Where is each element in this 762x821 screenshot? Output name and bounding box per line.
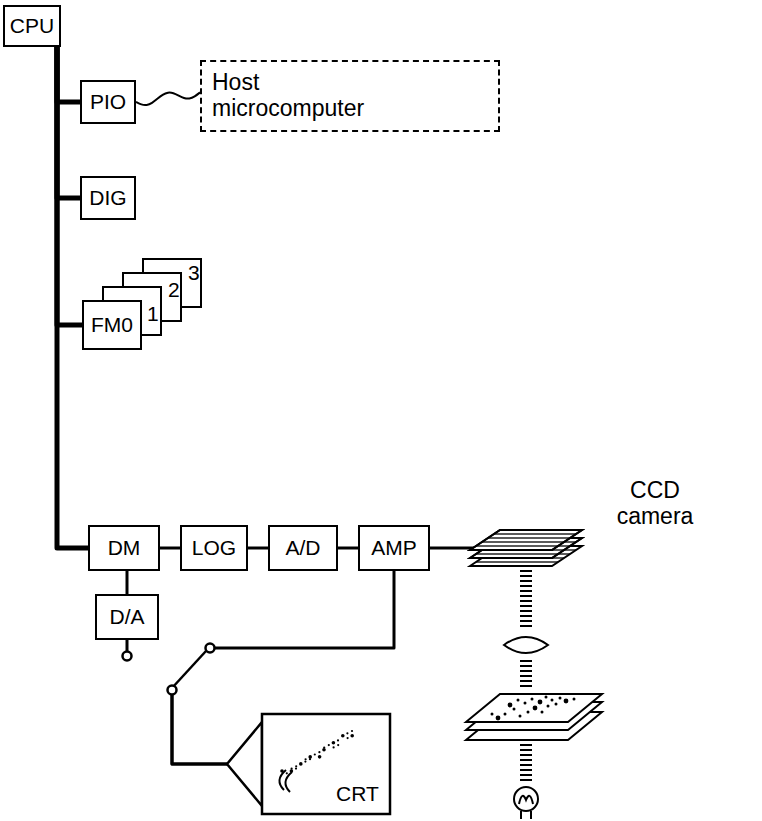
box-label: DIG <box>89 186 126 210</box>
crt-dot <box>341 734 345 738</box>
box-label: CPU <box>10 14 54 38</box>
box-label: 1 <box>147 302 159 326</box>
signal-wire <box>338 547 358 550</box>
specimen-dot <box>551 699 554 702</box>
specimen-dot <box>513 708 516 711</box>
crt-neck <box>227 722 262 806</box>
specimen-dot <box>564 699 569 704</box>
bus-line <box>57 47 82 325</box>
specimen-dot <box>541 711 544 714</box>
specimen-dots <box>491 696 576 721</box>
crt-dot <box>314 753 316 755</box>
signal-wire <box>127 640 227 764</box>
wavy-link <box>136 92 200 105</box>
light-beam <box>520 660 532 688</box>
switch-arm <box>172 651 206 688</box>
box-label: D/A <box>109 605 144 629</box>
box-label: 2 <box>168 278 180 302</box>
box-label: DM <box>108 536 141 560</box>
crt-dot <box>304 760 306 762</box>
crt-dot <box>350 734 354 738</box>
selector-switch <box>123 644 215 695</box>
crt-dot <box>322 748 326 752</box>
light-beam <box>520 570 532 630</box>
crt-image <box>280 730 354 775</box>
box-label: AMP <box>371 536 417 560</box>
crt-dot <box>337 739 339 741</box>
ccd-sensor <box>470 530 582 550</box>
pio-box: PIO <box>80 80 136 124</box>
lamp-lead <box>530 811 532 819</box>
box-label: CRT <box>336 782 379 806</box>
specimen-dot <box>508 703 513 708</box>
switch-pivot <box>168 686 177 695</box>
specimen-dot <box>491 713 494 716</box>
camera-illustration <box>430 530 602 819</box>
specimen-dot <box>559 697 562 700</box>
specimen-dot <box>555 703 558 706</box>
specimen-plate <box>466 694 602 722</box>
frame-memory-box: FM0 <box>82 300 142 350</box>
switch-terminal <box>123 652 132 661</box>
bus-line <box>57 47 80 102</box>
signal-wire <box>248 547 268 550</box>
crt-dot <box>286 772 288 774</box>
specimen-dot <box>524 702 527 705</box>
crt-dot <box>332 741 336 745</box>
specimen-dot <box>504 713 507 716</box>
specimen-dot <box>547 705 550 708</box>
specimen-dot <box>519 715 522 718</box>
specimen-dot <box>533 706 538 711</box>
adc-box: A/D <box>268 525 338 571</box>
bus-line <box>57 47 80 198</box>
crt-blob <box>279 770 292 792</box>
cpu-box: CPU <box>3 5 61 47</box>
switch-terminal <box>206 644 215 653</box>
specimen-dot <box>517 699 520 702</box>
specimen-dot <box>573 698 576 701</box>
box-label: 3 <box>188 261 200 285</box>
ccd-sensor <box>470 530 582 550</box>
crt-dot <box>299 762 303 766</box>
lamp-lead <box>520 811 522 819</box>
box-label: LOG <box>192 536 236 560</box>
crt-dot <box>333 746 335 748</box>
crt-dot <box>337 744 339 746</box>
digitizer-box: DIG <box>80 176 136 220</box>
crt-dot <box>351 730 353 732</box>
host-box: Host microcomputer <box>200 60 500 132</box>
box-label: Host microcomputer <box>212 70 387 122</box>
lamp <box>514 787 538 811</box>
crt-dot <box>328 744 330 746</box>
crt-dot <box>318 751 320 753</box>
camera-label: CCD camera <box>590 478 720 530</box>
crt-dot <box>295 768 297 770</box>
specimen-dot <box>531 698 534 701</box>
crt-dot <box>295 765 297 767</box>
display-memory-box: DM <box>88 525 160 571</box>
light-beam <box>520 744 532 784</box>
amplifier-box: AMP <box>358 525 430 571</box>
crt-dot <box>318 755 322 759</box>
lens <box>504 637 548 653</box>
box-label: PIO <box>90 90 126 114</box>
box-label: FM0 <box>91 313 133 337</box>
log-box: LOG <box>180 525 248 571</box>
crt-display: CRT <box>226 712 392 816</box>
specimen-dot <box>527 711 530 714</box>
crt-screen <box>262 714 390 814</box>
crt-dot <box>347 737 349 739</box>
crt-dot <box>309 758 311 760</box>
signal-wire <box>160 547 180 550</box>
lamp-filament <box>519 796 533 804</box>
box-label: A/D <box>285 536 320 560</box>
specimen-dot <box>496 716 501 721</box>
specimen-dot <box>538 700 543 705</box>
dac-box: D/A <box>95 594 159 640</box>
specimen-dot <box>545 696 548 699</box>
crt-dot <box>346 732 348 734</box>
crt-dot <box>305 758 307 760</box>
signal-wire <box>126 571 129 594</box>
